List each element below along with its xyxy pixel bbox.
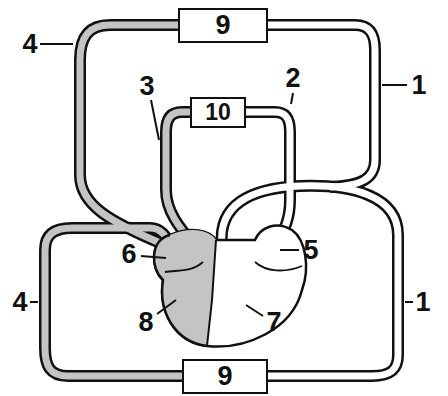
capillary-box: 9 [182, 359, 268, 394]
capillary-box: 9 [178, 8, 268, 43]
callout-number: 10 [205, 101, 231, 124]
callout-number: 9 [217, 363, 232, 390]
callout-number: 3 [139, 73, 154, 100]
leader-line [291, 93, 293, 104]
capillary-box: 10 [190, 97, 246, 128]
callout-number: 5 [303, 237, 318, 264]
leader-line [280, 249, 299, 251]
callout-number: 7 [266, 309, 281, 336]
heart [154, 225, 306, 346]
callout-number: 2 [285, 65, 300, 92]
leader-line [382, 84, 407, 86]
leader-line [405, 301, 413, 303]
valve-line [255, 262, 302, 271]
leader-line [40, 43, 73, 45]
leader-line [157, 300, 176, 314]
pulmonary-vein [246, 112, 290, 242]
callout-number: 1 [415, 289, 430, 316]
artery-upper [266, 25, 375, 187]
leader-line [151, 100, 159, 140]
callout-number: 9 [215, 12, 230, 39]
leader-line [141, 256, 166, 258]
callout-number: 4 [22, 31, 37, 58]
callout-number: 4 [12, 289, 27, 316]
leader-line [246, 305, 263, 316]
septum [207, 240, 216, 346]
callout-number: 8 [138, 309, 153, 336]
valve-line [165, 262, 203, 272]
leader-line [30, 301, 38, 303]
callout-number: 1 [411, 72, 426, 99]
callout-number: 6 [121, 241, 136, 268]
heart-right-side [154, 230, 216, 346]
